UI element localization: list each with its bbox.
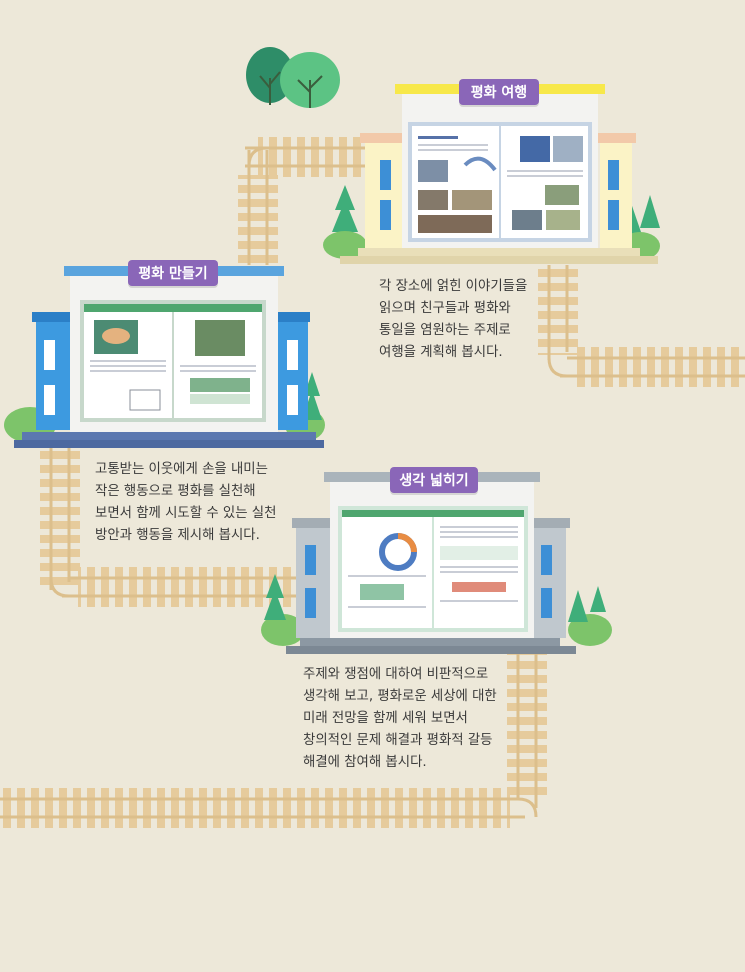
section-description-broaden-thinking: 주제와 쟁점에 대하여 비판적으로 생각해 보고, 평화로운 세상에 대한 미래… <box>303 664 497 774</box>
description-line: 주제와 쟁점에 대하여 비판적으로 <box>303 667 489 682</box>
station-peace-making <box>4 266 325 448</box>
description-line: 여행을 계획해 봅시다. <box>379 345 503 360</box>
section-description-peace-travel: 각 장소에 얽힌 이야기들을 읽으며 친구들과 평화와 통일을 염원하는 주제로… <box>379 276 527 364</box>
description-line: 보면서 함께 시도할 수 있는 실천 <box>95 506 277 521</box>
description-line: 생각해 보고, 평화로운 세상에 대한 <box>303 689 497 704</box>
description-line: 창의적인 문제 해결과 평화적 갈등 <box>303 733 493 748</box>
section-title-peace-travel: 평화 여행 <box>459 79 539 105</box>
description-line: 방안과 행동을 제시해 봅시다. <box>95 528 260 543</box>
description-line: 해결에 참여해 봅시다. <box>303 755 427 770</box>
description-line: 각 장소에 얽힌 이야기들을 <box>379 279 528 294</box>
tree-cluster-icon <box>246 47 340 108</box>
description-line: 고통받는 이웃에게 손을 내미는 <box>95 462 268 477</box>
section-title-peace-making: 평화 만들기 <box>128 260 218 286</box>
section-title-broaden-thinking: 생각 넓히기 <box>390 467 478 493</box>
description-line: 읽으며 친구들과 평화와 <box>379 301 511 316</box>
description-line: 통일을 염원하는 주제로 <box>379 323 511 338</box>
description-line: 작은 행동으로 평화를 실천해 <box>95 484 256 499</box>
section-description-peace-making: 고통받는 이웃에게 손을 내미는 작은 행동으로 평화를 실천해 보면서 함께 … <box>95 459 276 547</box>
description-line: 미래 전망을 함께 세워 보면서 <box>303 711 468 726</box>
station-broaden-thinking <box>261 472 612 654</box>
station-peace-travel <box>323 84 660 264</box>
railway-track <box>0 137 745 828</box>
pine-tree-icon <box>264 574 606 622</box>
